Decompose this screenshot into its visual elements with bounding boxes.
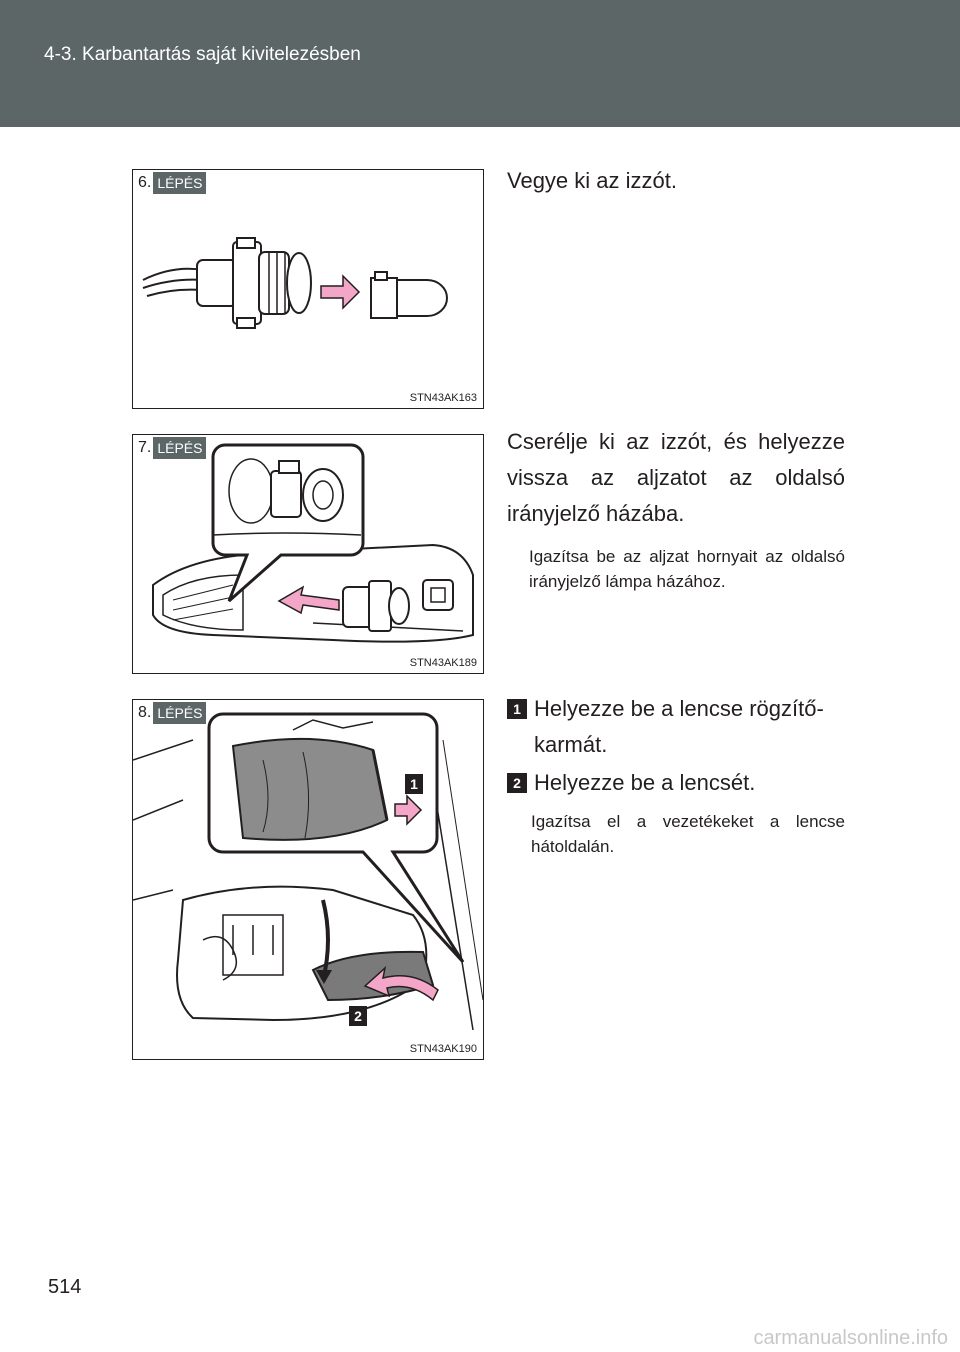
- section-title: 4-3. Karbantartás saját kivitelezésben: [44, 44, 361, 65]
- step-word: LÉPÉS: [153, 172, 207, 194]
- callout-badge-2: 2: [349, 1006, 367, 1026]
- item-number-badge: 2: [507, 773, 527, 793]
- step-6-text: Vegye ki az izzót.: [507, 163, 845, 199]
- bulb-removal-illustration: [142, 237, 448, 329]
- item-number-badge: 1: [507, 699, 527, 719]
- figure-code: STN43AK163: [409, 392, 477, 404]
- step-number: 7.: [135, 437, 154, 459]
- step-number: 6.: [135, 172, 154, 194]
- list-item: 1 Helyezze be a lencse rögzítő-karmát.: [507, 691, 845, 763]
- step-7-instruction: Cserélje ki az izzót, és helyezze vissza…: [507, 429, 845, 526]
- step-8-note: Igazítsa el a vezetékeket a lencse hátol…: [531, 812, 845, 856]
- step-word: LÉPÉS: [153, 437, 207, 459]
- page-number: 514: [48, 1276, 82, 1298]
- figure-step-6: 6. LÉPÉS STN43AK163: [132, 169, 484, 409]
- step-6-instruction: Vegye ki az izzót.: [507, 168, 677, 193]
- figure-code: STN43AK189: [409, 657, 477, 669]
- item-text: Helyezze be a lencsét.: [534, 770, 756, 795]
- lens-install-illustration: [133, 712, 483, 1031]
- step-badge: 8. LÉPÉS: [135, 702, 207, 724]
- step-8-text: 1 Helyezze be a lencse rögzítő-karmát. 2…: [507, 691, 845, 859]
- step-word: LÉPÉS: [153, 702, 207, 724]
- socket-install-illustration: [152, 443, 474, 643]
- callout-badge-1: 1: [405, 774, 423, 794]
- step-7-note: Igazítsa be az aljzat hornyait az oldals…: [529, 547, 845, 591]
- watermark: carmanualsonline.info: [753, 1327, 948, 1349]
- step-badge: 6. LÉPÉS: [135, 172, 207, 194]
- step-7-text: Cserélje ki az izzót, és helyezze vissza…: [507, 424, 845, 594]
- figure-step-8: 8. LÉPÉS 1 2 STN43AK190: [132, 699, 484, 1060]
- step-number: 8.: [135, 702, 154, 724]
- figure-step-7: 7. LÉPÉS STN43AK189: [132, 434, 484, 674]
- step-badge: 7. LÉPÉS: [135, 437, 207, 459]
- item-text: Helyezze be a lencse rögzítő-karmát.: [534, 696, 824, 757]
- figure-code: STN43AK190: [409, 1043, 477, 1055]
- section-header: 4-3. Karbantartás saját kivitelezésben: [0, 0, 960, 127]
- list-item: 2 Helyezze be a lencsét.: [507, 765, 845, 801]
